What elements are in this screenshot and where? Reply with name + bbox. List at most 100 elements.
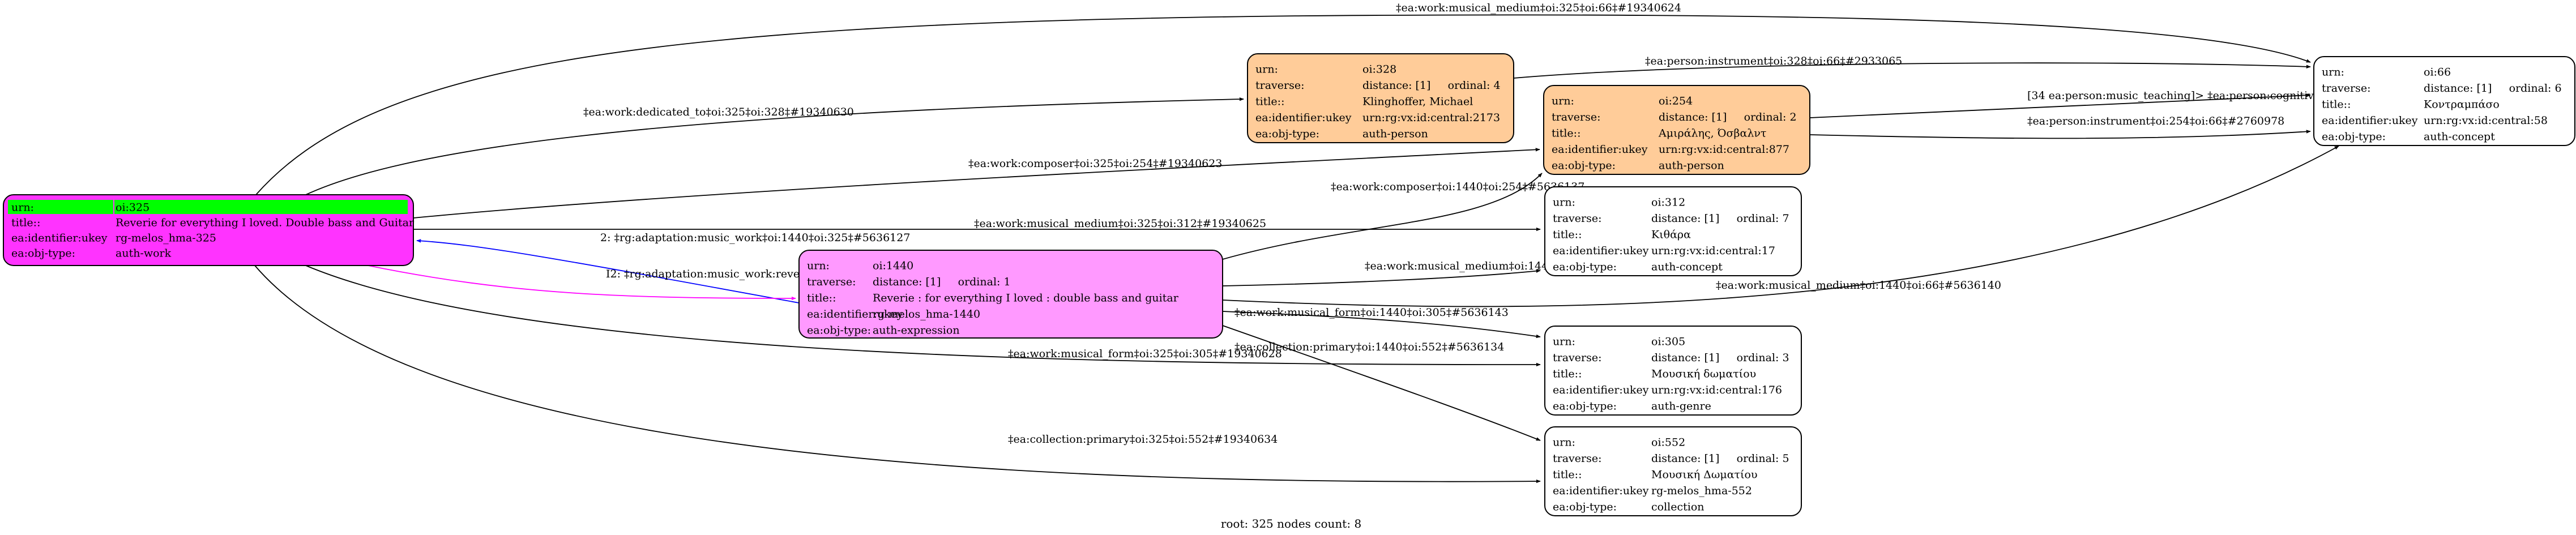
node-box — [2313, 56, 2575, 146]
node-field-key: traverse: — [1553, 352, 1602, 364]
node-field-value: Μουσική Δωματίου — [1651, 469, 1758, 481]
node-field-value: oi:305 — [1651, 336, 1685, 348]
node-field-key: ea:obj-type: — [1553, 501, 1617, 513]
node-field-value: auth-person — [1659, 160, 1724, 172]
edge-label: ‡ea:work:musical_medium‡oi:325‡oi:312‡#1… — [974, 217, 1266, 230]
graph-edge — [368, 265, 796, 301]
node-field-key: title:: — [1553, 368, 1582, 380]
graph-footer: root: 325 nodes count: 8 — [1221, 517, 1361, 530]
graph-edge — [416, 239, 800, 303]
graph-node-oi-552[interactable]: urn: oi:552 traverse: distance: [1] ordinal… — [1544, 426, 1802, 516]
node-field-key: ea:obj-type: — [1553, 400, 1617, 413]
graph-edge — [1809, 93, 2311, 118]
node-field-value: oi:328 — [1362, 63, 1396, 76]
node-field-value: rg-melos_hma-1440 — [873, 308, 980, 320]
node-box — [798, 250, 1223, 339]
node-field-value: rg-melos_hma-325 — [116, 232, 216, 244]
graph-edge — [1222, 145, 2339, 307]
node-field-value: urn:rg:vx:id:central:17 — [1651, 245, 1775, 257]
node-field-key: ea:obj-type: — [1552, 160, 1616, 172]
node-field-key: title:: — [1553, 469, 1582, 481]
node-field-key: title:: — [807, 292, 836, 305]
graph-edge — [1222, 311, 1541, 339]
node-field-value: rg-melos_hma-552 — [1651, 485, 1752, 497]
node-field-key: ea:obj-type: — [11, 247, 75, 259]
node-field-value: distance: [1] ordinal: 7 — [1651, 212, 1789, 225]
node-field-value: Μουσική δωματίου — [1651, 368, 1756, 380]
graph-edge — [1222, 325, 1541, 441]
node-field-value: oi:66 — [2424, 66, 2451, 79]
node-field-key: urn: — [1255, 63, 1278, 76]
node-field-key: traverse: — [1553, 212, 1602, 225]
node-field-value: distance: [1] ordinal: 2 — [1659, 111, 1797, 123]
node-field-key: title:: — [2322, 99, 2351, 111]
edge-label: ‡ea:collection:primary‡oi:1440‡oi:552‡#5… — [1234, 341, 1504, 353]
node-field-key: ea:obj-type: — [2322, 131, 2386, 143]
edge-label: ‡ea:work:dedicated_to‡oi:325‡oi:328‡#193… — [583, 106, 854, 118]
edge-label: ‡ea:work:composer‡oi:1440‡oi:254‡#563613… — [1331, 181, 1584, 193]
node-field-key: urn: — [1553, 436, 1575, 449]
node-field-value: Reverie for everything I loved. Double b… — [116, 216, 415, 229]
graph-edge — [413, 148, 1540, 219]
node-field-key: urn: — [1553, 336, 1575, 348]
node-field-value: oi:254 — [1659, 95, 1693, 108]
node-field-value: urn:rg:vx:id:central:58 — [2424, 114, 2548, 127]
node-field-key: traverse: — [2322, 82, 2371, 95]
edges-layer — [254, 14, 2339, 483]
node-box — [1247, 53, 1514, 143]
graph-node-oi-328[interactable]: urn: oi:328 traverse: distance: [1] ordinal… — [1247, 53, 1514, 143]
node-field-key: urn: — [2322, 66, 2344, 79]
graph-edge — [255, 14, 2311, 195]
node-field-key: ea:identifier:ukey — [1553, 485, 1649, 497]
graph-edge — [254, 265, 1541, 483]
node-field-key: traverse: — [1553, 452, 1602, 465]
node-box — [1544, 426, 1802, 516]
node-field-key: title:: — [1553, 229, 1582, 241]
node-field-key: ea:identifier:ukey — [1255, 112, 1352, 124]
node-field-value: auth-concept — [2424, 131, 2495, 143]
node-field-key: title:: — [1255, 96, 1284, 108]
urn-highlight — [8, 200, 113, 214]
node-field-value: oi:552 — [1651, 436, 1685, 449]
edge-label: ‡ea:person:instrument‡oi:254‡oi:66‡#2760… — [2027, 115, 2284, 127]
node-field-value: distance: [1] ordinal: 5 — [1651, 452, 1789, 465]
node-field-value: Reverie : for everything I loved : doubl… — [873, 292, 1179, 305]
node-field-value: Κοντραμπάσο — [2424, 99, 2500, 111]
node-field-value: oi:312 — [1651, 196, 1685, 209]
graph-edge — [1513, 62, 2311, 79]
node-field-value: distance: [1] ordinal: 6 — [2424, 82, 2562, 95]
graph-edge — [1809, 130, 2311, 139]
node-field-value: urn:rg:vx:id:central:877 — [1659, 143, 1789, 156]
edge-label: ‡ea:work:musical_medium‡oi:325‡oi:66‡#19… — [1396, 2, 1681, 14]
node-field-value: auth-work — [116, 247, 172, 259]
node-field-value: oi:325 — [116, 201, 149, 213]
node-field-key: ea:identifier:ukey — [1553, 245, 1649, 257]
node-field-value: auth-person — [1362, 128, 1428, 140]
node-field-key: title:: — [11, 216, 40, 229]
node-field-value: collection — [1651, 501, 1704, 513]
graph-node-oi-66[interactable]: urn: oi:66 traverse: distance: [1] ordinal:… — [2313, 56, 2575, 146]
node-field-key: title:: — [1552, 127, 1580, 140]
graph-edge — [305, 265, 1541, 367]
urn-highlight — [114, 200, 408, 214]
edge-label: ‡ea:work:musical_form‡oi:325‡oi:305‡#193… — [1008, 348, 1282, 360]
node-field-value: Κιθάρα — [1651, 229, 1691, 241]
node-field-value: distance: [1] ordinal: 4 — [1362, 79, 1501, 92]
node-box — [1544, 186, 1802, 276]
node-field-value: auth-expression — [873, 324, 960, 337]
node-field-value: urn:rg:vx:id:central:176 — [1651, 384, 1782, 396]
node-field-key: ea:identifier:ukey — [1552, 143, 1648, 156]
node-field-value: Klinghoffer, Michael — [1362, 96, 1473, 108]
node-field-value: distance: [1] ordinal: 1 — [873, 276, 1011, 288]
node-field-key: urn: — [1552, 95, 1574, 108]
node-field-key: traverse: — [1255, 79, 1305, 92]
node-field-key: ea:obj-type: — [1255, 128, 1319, 140]
node-field-key: ea:identifier:ukey — [11, 232, 108, 244]
graph-edge — [1222, 269, 1541, 286]
